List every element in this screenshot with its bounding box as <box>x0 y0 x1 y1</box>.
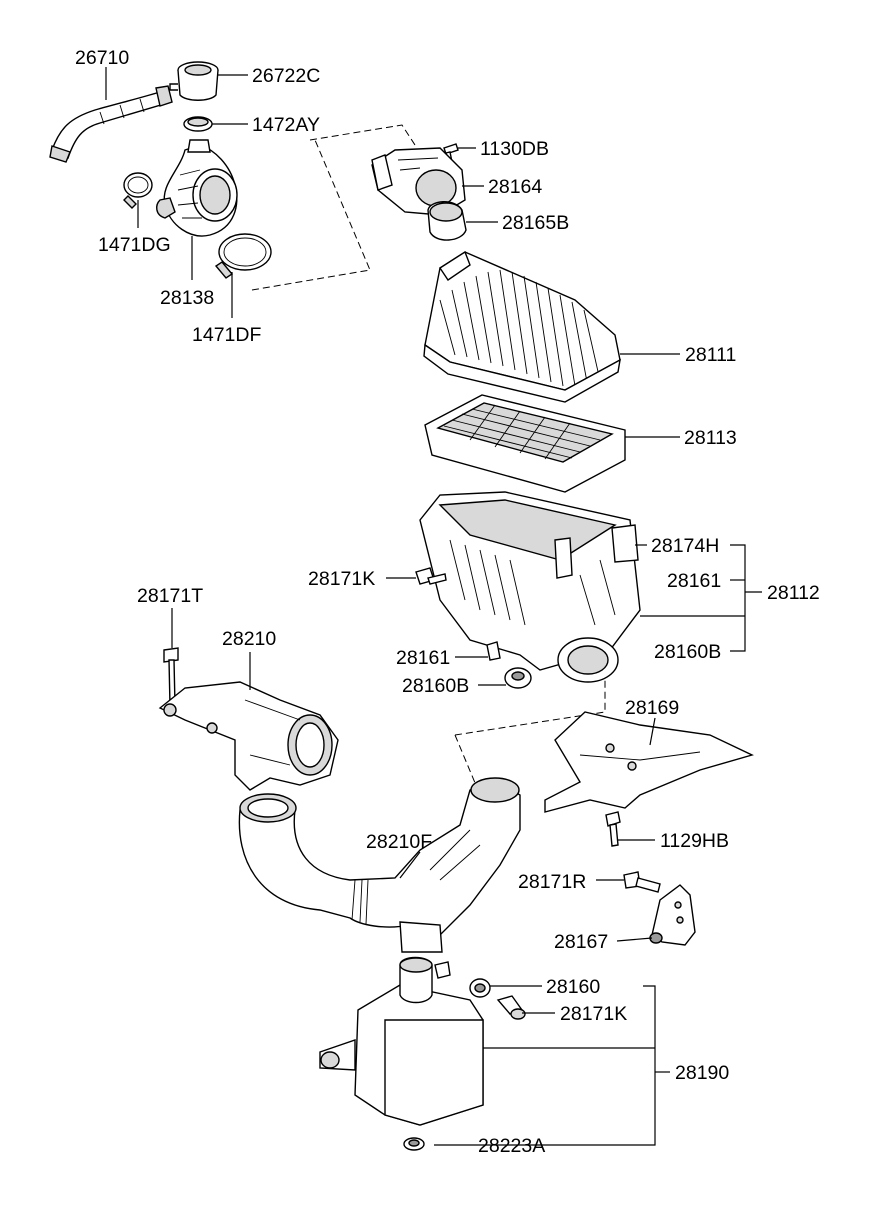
dashed-connection-hose-to-sensor <box>251 124 416 291</box>
air-cleaner-body-28112 <box>419 491 641 683</box>
label-28171R: 28171R <box>518 871 586 893</box>
label-26722C: 26722C <box>252 65 320 87</box>
air-filter-element-28113 <box>424 394 626 493</box>
label-1472AY: 1472AY <box>252 114 320 136</box>
breather-hose-26710 <box>49 85 173 163</box>
clamp-1472AY <box>183 116 213 132</box>
grommet-28161-left <box>486 641 501 661</box>
label-28167: 28167 <box>554 931 608 953</box>
label-28174H: 28174H <box>651 535 719 557</box>
grommet-28160 <box>469 978 491 998</box>
bracket-28167 <box>649 884 696 946</box>
intake-hose-28138 <box>156 139 238 237</box>
grommet-28160B-left <box>504 667 532 689</box>
air-flow-sensor-28164 <box>371 147 466 216</box>
label-1471DG: 1471DG <box>98 234 171 256</box>
label-28223A: 28223A <box>478 1135 545 1157</box>
bolt-28171K-bottom <box>496 995 526 1020</box>
label-28164: 28164 <box>488 176 542 198</box>
bolt-28171T <box>163 647 179 707</box>
dashed-connection-body-to-duct <box>454 680 606 791</box>
label-1471DF: 1471DF <box>192 324 261 346</box>
seal-ring-28165B <box>427 201 467 241</box>
label-1129HB: 1129HB <box>660 830 729 852</box>
resonator-28190 <box>319 956 484 1126</box>
label-28190: 28190 <box>675 1062 729 1084</box>
label-28165B: 28165B <box>502 212 569 234</box>
label-1130DB: 1130DB <box>480 138 549 160</box>
label-28171T: 28171T <box>137 585 203 607</box>
grommet-28223A <box>403 1137 425 1151</box>
label-28160B-left: 28160B <box>402 675 469 697</box>
air-duct-28210 <box>158 681 339 791</box>
label-28112: 28112 <box>767 582 820 604</box>
leader-lines <box>105 67 762 1146</box>
label-26710: 26710 <box>75 47 129 69</box>
bolt-28171R <box>623 871 661 893</box>
label-28111: 28111 <box>685 344 736 366</box>
label-28210F: 28210F <box>366 831 432 853</box>
label-28160B-right: 28160B <box>654 641 721 663</box>
label-28171K-bottom: 28171K <box>560 1003 627 1025</box>
air-cleaner-cover-28111 <box>423 250 621 403</box>
part-number-labels: 26710 26722C 1472AY 1471DG 28138 1471DF … <box>75 47 820 1157</box>
label-28160: 28160 <box>546 976 600 998</box>
label-28161-right: 28161 <box>667 570 721 592</box>
label-28113: 28113 <box>684 427 737 449</box>
label-28210: 28210 <box>222 628 276 650</box>
bolt-28171K-top <box>415 567 447 585</box>
label-28138: 28138 <box>160 287 214 309</box>
label-28169: 28169 <box>625 697 679 719</box>
bracket-28169 <box>544 711 754 813</box>
clamp-1471DG <box>123 172 153 209</box>
label-28161-left: 28161 <box>396 647 450 669</box>
label-28171K-top: 28171K <box>308 568 375 590</box>
clamp-1471DF <box>214 233 272 279</box>
bolt-1129HB <box>605 811 621 847</box>
pcv-valve-26722C <box>169 61 219 101</box>
air-duct-28210F <box>238 777 521 953</box>
